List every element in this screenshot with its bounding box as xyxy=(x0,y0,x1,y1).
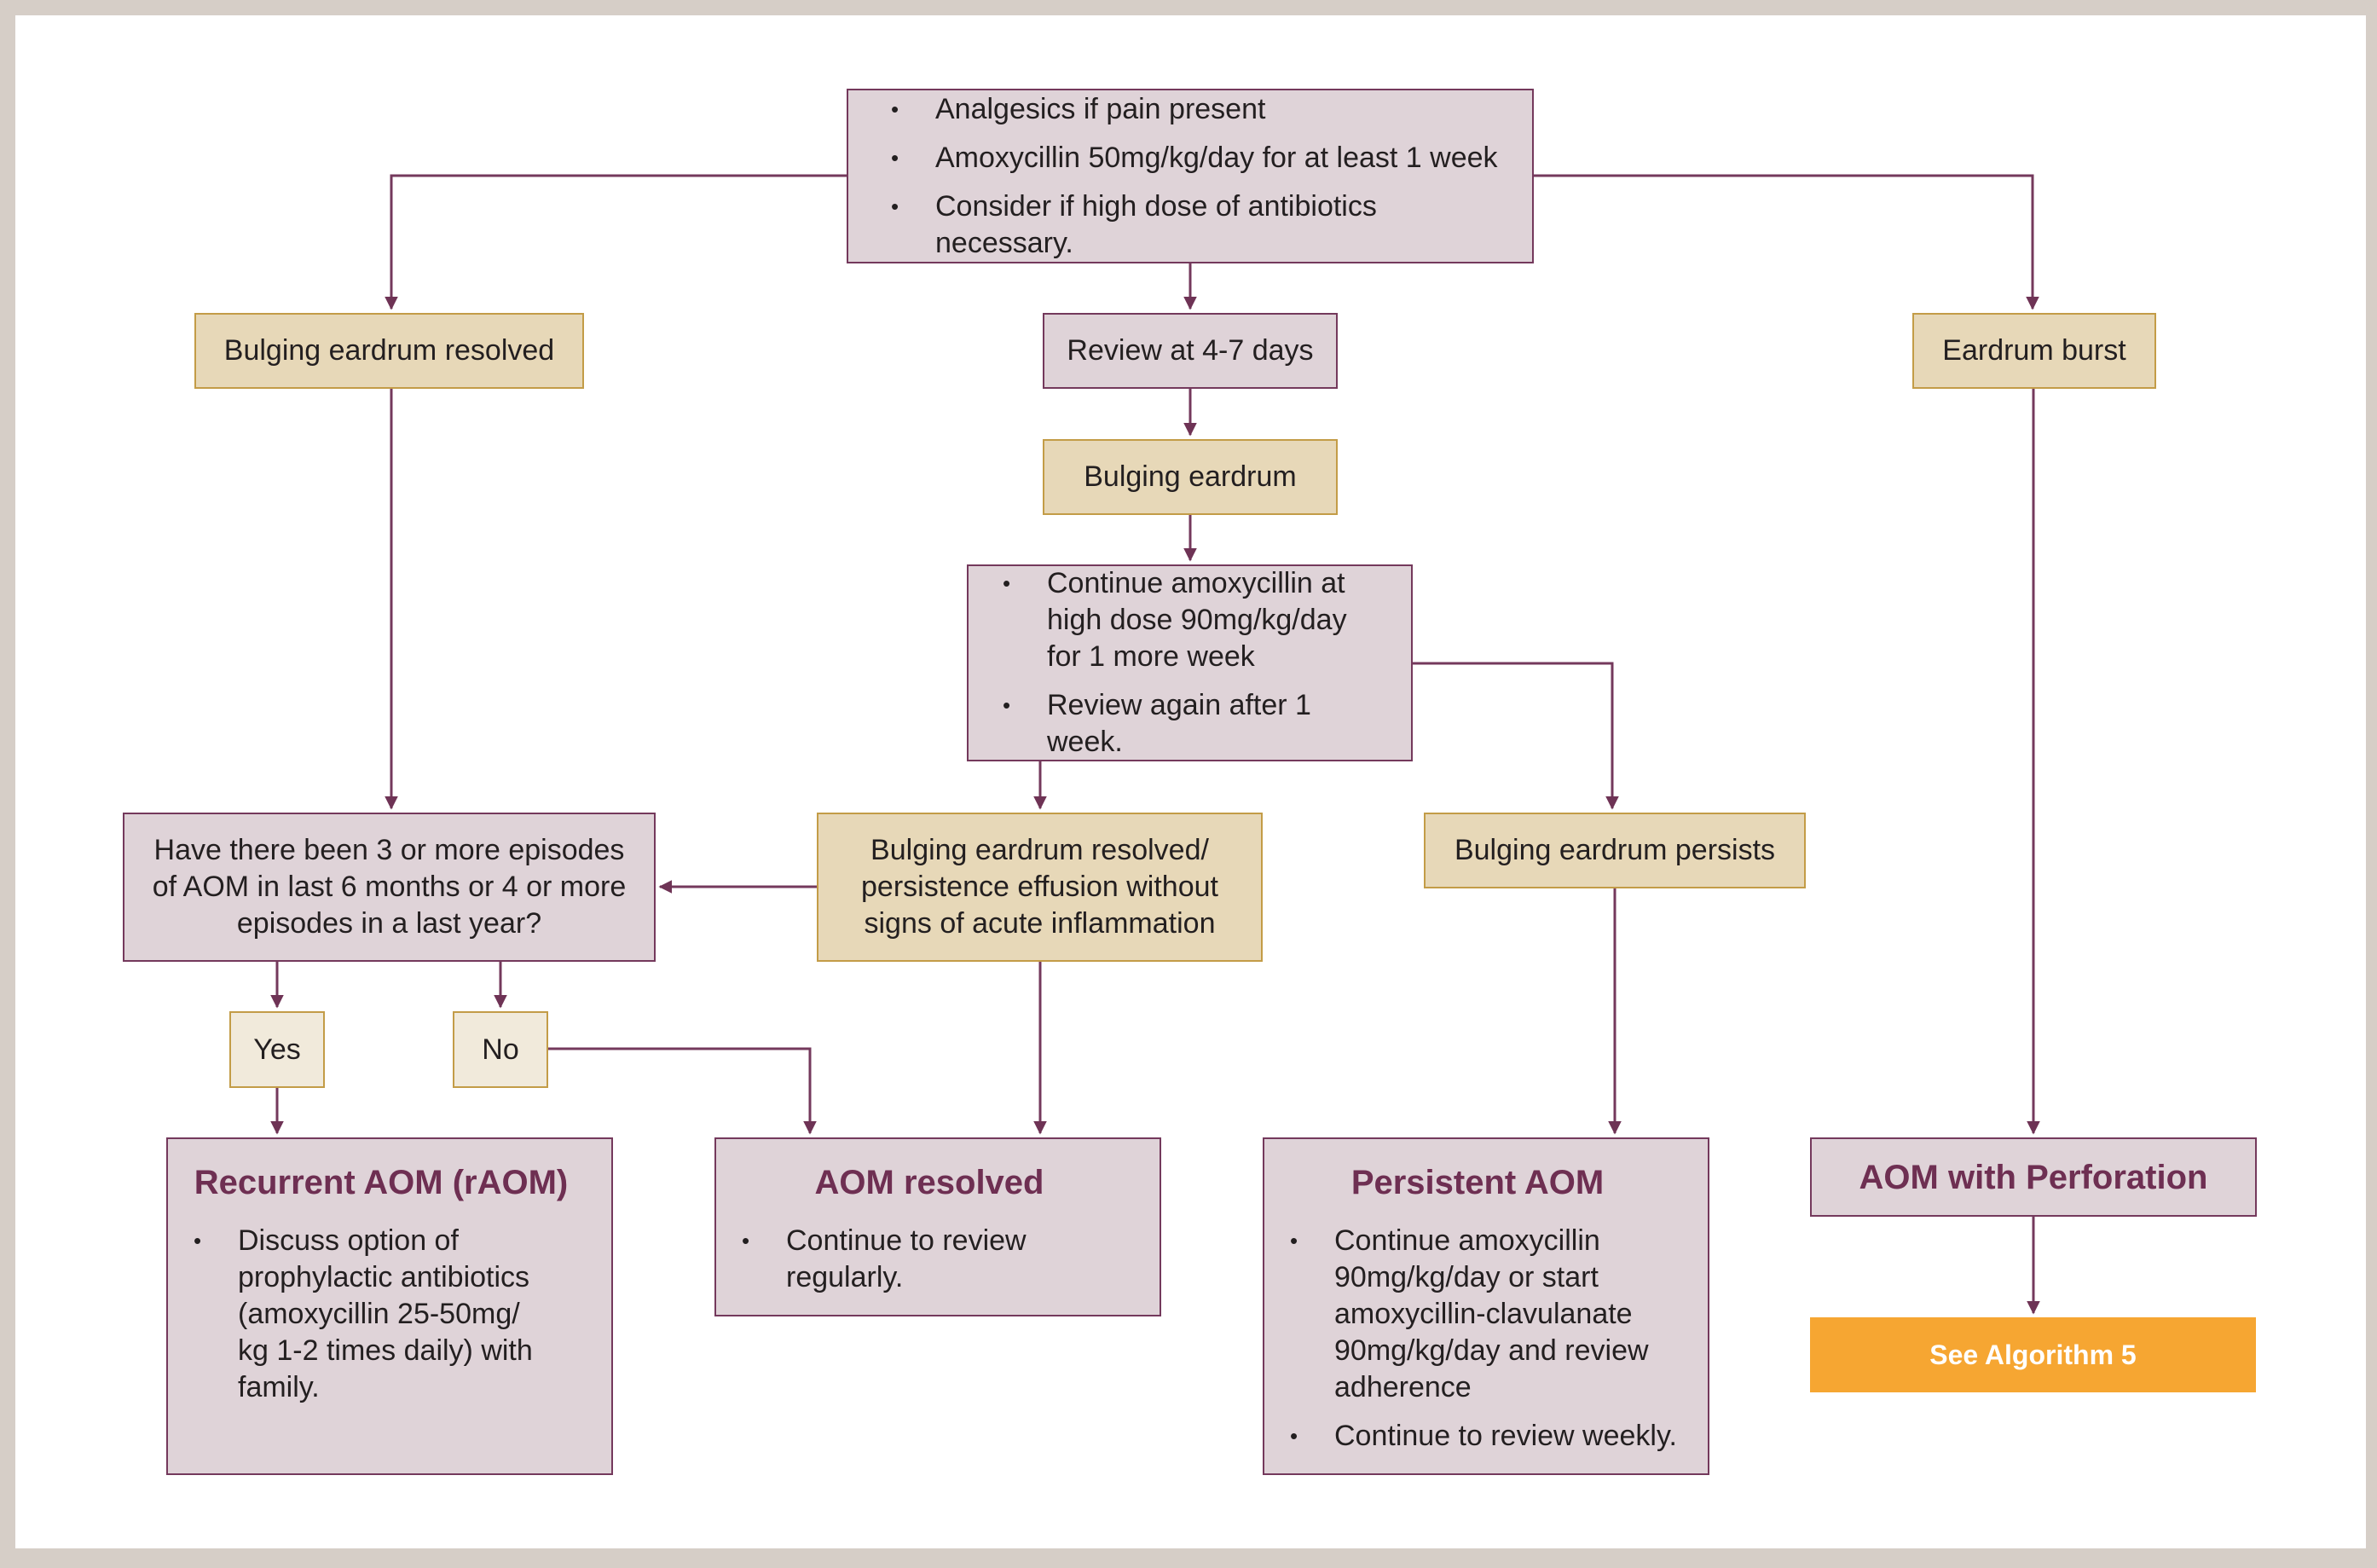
resolved-effusion-label: Bulging eardrum resolved/ persistence ef… xyxy=(861,834,1218,940)
bulging-eardrum-label: Bulging eardrum xyxy=(1084,460,1297,493)
bulging-resolved-box: Bulging eardrum resolved xyxy=(194,313,584,389)
persistent-aom-list: Continue amoxycillin 90mg/kg/day or star… xyxy=(1264,1223,1691,1455)
persistent-aom-item: Continue amoxycillin 90mg/kg/day or star… xyxy=(1264,1223,1691,1406)
recurrent-aom-title: Recurrent AOM (rAOM) xyxy=(194,1164,569,1201)
aom-perforation-title: AOM with Perforation xyxy=(1859,1158,2208,1196)
initial-treatment-item: Consider if high dose of antibiotics nec… xyxy=(865,188,1515,262)
aom-resolved-title: AOM resolved xyxy=(814,1164,1044,1201)
continue-high-dose-item: Review again after 1 week. xyxy=(977,687,1394,761)
recurrent-aom-box: Recurrent AOM (rAOM) Discuss option of p… xyxy=(166,1137,613,1475)
persistent-aom-box: Persistent AOM Continue amoxycillin 90mg… xyxy=(1263,1137,1709,1475)
bulging-persists-box: Bulging eardrum persists xyxy=(1424,813,1806,888)
persistent-aom-title: Persistent AOM xyxy=(1350,1164,1605,1201)
aom-perforation-box: AOM with Perforation xyxy=(1810,1137,2257,1217)
bulging-resolved-label: Bulging eardrum resolved xyxy=(223,334,555,367)
see-algorithm-5-label: See Algorithm 5 xyxy=(1929,1339,2137,1370)
aom-resolved-item: Continue to review regularly. xyxy=(716,1223,1142,1296)
persistent-aom-item: Continue to review weekly. xyxy=(1264,1418,1691,1455)
initial-treatment-box: Analgesics if pain present Amoxycillin 5… xyxy=(847,89,1534,263)
review-box: Review at 4-7 days xyxy=(1043,313,1338,389)
recurrence-question-box: Have there been 3 or more episodes of AO… xyxy=(123,813,656,962)
continue-high-dose-list: Continue amoxycillin at high dose 90mg/k… xyxy=(977,565,1394,761)
bulging-persists-label: Bulging eardrum persists xyxy=(1454,834,1776,866)
continue-high-dose-box: Continue amoxycillin at high dose 90mg/k… xyxy=(967,564,1413,761)
no-box: No xyxy=(453,1011,548,1088)
aom-resolved-list: Continue to review regularly. xyxy=(716,1223,1142,1296)
continue-high-dose-item: Continue amoxycillin at high dose 90mg/k… xyxy=(977,565,1394,675)
see-algorithm-5-button[interactable]: See Algorithm 5 xyxy=(1810,1317,2256,1392)
aom-resolved-box: AOM resolved Continue to review regularl… xyxy=(714,1137,1161,1316)
eardrum-burst-box: Eardrum burst xyxy=(1912,313,2156,389)
bulging-eardrum-box: Bulging eardrum xyxy=(1043,439,1338,515)
recurrence-question-label: Have there been 3 or more episodes of AO… xyxy=(152,834,627,940)
resolved-effusion-box: Bulging eardrum resolved/ persistence ef… xyxy=(817,813,1263,962)
recurrent-aom-list: Discuss option of prophylactic antibioti… xyxy=(168,1223,594,1406)
initial-treatment-list: Analgesics if pain present Amoxycillin 5… xyxy=(865,91,1515,262)
no-label: No xyxy=(482,1033,519,1066)
review-label: Review at 4-7 days xyxy=(1067,334,1314,367)
yes-box: Yes xyxy=(229,1011,325,1088)
initial-treatment-item: Analgesics if pain present xyxy=(865,91,1515,128)
yes-label: Yes xyxy=(253,1033,301,1066)
initial-treatment-item: Amoxycillin 50mg/kg/day for at least 1 w… xyxy=(865,140,1515,176)
eardrum-burst-label: Eardrum burst xyxy=(1942,334,2126,367)
recurrent-aom-item: Discuss option of prophylactic antibioti… xyxy=(168,1223,594,1406)
